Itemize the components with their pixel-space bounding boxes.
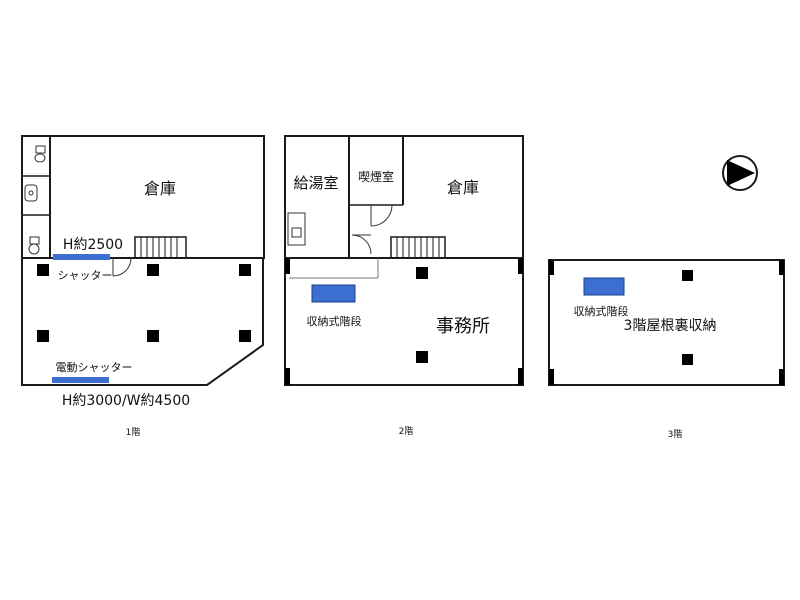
floor-2-plan: 給湯室 喫煙室 倉庫 収納式階段 事務所 2階 xyxy=(284,135,524,437)
column-icon xyxy=(37,330,49,342)
folding-stairs-hatch xyxy=(583,277,625,296)
floor-2-folding-stairs-label: 収納式階段 xyxy=(307,314,362,328)
column-icon xyxy=(416,267,428,279)
column-icon xyxy=(37,264,49,276)
opening-height-label: H約2500 xyxy=(63,237,123,253)
office-label: 事務所 xyxy=(436,316,490,337)
stairs-icon xyxy=(390,236,446,259)
column-icon xyxy=(147,264,159,276)
north-arrow-icon xyxy=(722,155,758,191)
door-icon xyxy=(351,234,372,255)
column-icon xyxy=(549,260,554,275)
electric-shutter-label: 電動シャッター xyxy=(56,360,133,374)
column-icon xyxy=(682,354,693,365)
column-icon xyxy=(416,351,428,363)
toilet-icon xyxy=(34,145,46,163)
door-icon xyxy=(370,204,393,227)
column-icon xyxy=(147,330,159,342)
electric-shutter-bar xyxy=(52,377,109,383)
sink-icon xyxy=(287,212,306,246)
column-icon xyxy=(239,330,251,342)
column-icon xyxy=(682,270,693,281)
attic-storage-label: 3階屋根裏収納 xyxy=(624,317,717,334)
folding-stairs-hatch xyxy=(311,284,356,303)
kitchenette-label: 給湯室 xyxy=(293,174,338,192)
column-icon xyxy=(518,368,523,385)
column-icon xyxy=(779,260,784,275)
column-icon xyxy=(518,258,523,274)
floor-3-plan: 収納式階段 3階屋根裏収納 3階 xyxy=(548,259,785,440)
toilet-icon xyxy=(28,236,40,255)
floor-3-outer-wall xyxy=(548,259,785,386)
electric-shutter-size-label: H約3000/W約4500 xyxy=(62,393,190,409)
floor-1-caption: 1階 xyxy=(126,427,141,438)
stairs-icon xyxy=(134,236,187,259)
smoking-room-label: 喫煙室 xyxy=(358,169,394,184)
floor-3-folding-stairs-label: 収納式階段 xyxy=(574,304,629,318)
column-icon xyxy=(549,369,554,385)
column-icon xyxy=(285,258,290,274)
floor-1-plan: 倉庫 H約2500 シャッター 電動シャッター H約3000/W約4500 1階 xyxy=(21,135,265,438)
shutter-label: シャッター xyxy=(58,269,113,282)
floor-2-caption: 2階 xyxy=(399,426,414,437)
column-icon xyxy=(285,368,290,385)
floor-3-caption: 3階 xyxy=(668,429,683,440)
column-icon xyxy=(239,264,251,276)
door-icon xyxy=(112,257,132,277)
floor-2-storage-label: 倉庫 xyxy=(447,178,479,197)
floor-1-storage-label: 倉庫 xyxy=(144,179,176,198)
sink-icon xyxy=(24,184,38,202)
column-icon xyxy=(779,369,784,385)
shutter-bar xyxy=(53,254,110,260)
floor-1-outer-wall xyxy=(21,135,265,386)
